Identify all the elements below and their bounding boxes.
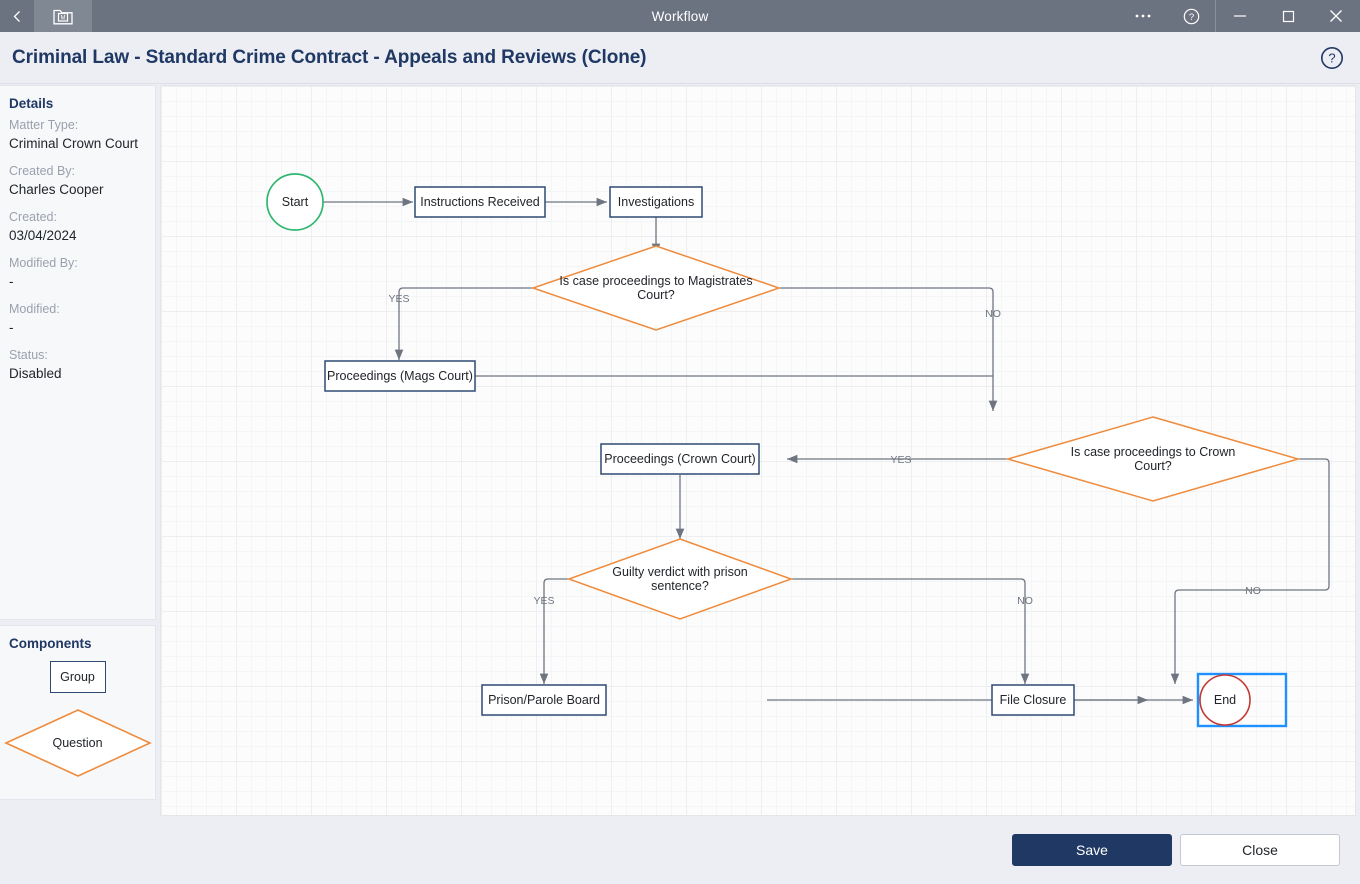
node-start[interactable] (266, 173, 324, 231)
diamond-icon (3, 709, 152, 777)
field-value: Criminal Crown Court (9, 136, 139, 151)
close-window-button[interactable] (1312, 0, 1360, 32)
footer-actions: Save Close (0, 816, 1360, 884)
field-status: Status: Disabled (0, 347, 155, 383)
field-label: Modified: (9, 302, 60, 316)
close-icon (1330, 10, 1342, 22)
svg-text:?: ? (1188, 12, 1193, 23)
page-help-button[interactable]: ? (1318, 44, 1346, 72)
node-question-crown-court[interactable] (1005, 416, 1301, 502)
field-modified: Modified: - (0, 301, 155, 337)
edge-qguilty-no (791, 578, 1030, 684)
workflow-diagram: YES NO YES NO YES NO (266, 173, 1330, 728)
field-value: Charles Cooper (9, 182, 104, 197)
node-question-magistrates-court[interactable] (530, 245, 782, 331)
svg-text:M: M (61, 15, 66, 21)
titlebar-help-button[interactable]: ? (1167, 0, 1215, 32)
details-panel: Details Matter Type: Criminal Crown Cour… (0, 85, 156, 620)
edge-qmags-no (779, 287, 998, 411)
edge-qmags-yes (394, 287, 533, 360)
help-circle-icon: ? (1183, 8, 1199, 24)
node-instructions-received[interactable] (414, 186, 546, 218)
field-label: Created By: (9, 164, 76, 178)
component-question-label: Question (52, 736, 103, 750)
field-matter-type: Matter Type: Criminal Crown Court (0, 117, 155, 153)
field-label: Matter Type: (9, 118, 79, 132)
edge-labels: YES NO YES NO YES NO (388, 293, 1260, 607)
node-proceedings-crown-court[interactable] (600, 443, 760, 475)
app-icon-button[interactable]: M (34, 0, 92, 32)
more-options-button[interactable] (1119, 0, 1167, 32)
maximize-button[interactable] (1264, 0, 1312, 32)
field-label: Status: (9, 348, 48, 362)
node-file-closure[interactable] (991, 684, 1075, 716)
matter-folder-icon: M (53, 9, 73, 24)
page-title: Criminal Law - Standard Crime Contract -… (12, 46, 647, 68)
details-heading: Details (9, 96, 54, 111)
component-question-shape[interactable]: Question (3, 707, 153, 779)
chevron-left-icon (13, 10, 20, 22)
edge-label-yes-crown: YES (890, 454, 911, 466)
field-modified-by: Modified By: - (0, 255, 155, 291)
save-button[interactable]: Save (1012, 834, 1172, 866)
svg-text:?: ? (1328, 51, 1335, 66)
component-group-shape[interactable]: Group (49, 661, 106, 693)
sidebar: Details Matter Type: Criminal Crown Cour… (0, 85, 156, 816)
help-circle-icon: ? (1321, 47, 1343, 69)
field-value: - (9, 320, 14, 335)
node-investigations[interactable] (609, 186, 703, 218)
edge-label-no-guilty: NO (1017, 595, 1033, 607)
edge-qcrown-no (1170, 458, 1330, 684)
selection-outline[interactable] (1196, 672, 1288, 728)
page-header: Criminal Law - Standard Crime Contract -… (0, 32, 1360, 84)
node-question-guilty-verdict[interactable] (566, 538, 794, 620)
components-heading: Components (9, 636, 92, 651)
back-button[interactable] (0, 0, 34, 32)
field-created: Created: 03/04/2024 (0, 209, 155, 245)
field-value: - (9, 274, 14, 289)
edge-label-yes-guilty: YES (533, 595, 554, 607)
components-panel: Components Group Question (0, 625, 156, 800)
edge-qguilty-yes (539, 578, 569, 684)
minimize-icon (1234, 15, 1246, 17)
node-end[interactable] (1199, 674, 1251, 726)
close-button[interactable]: Close (1180, 834, 1340, 866)
maximize-icon (1282, 10, 1294, 22)
window-titlebar: M Workflow ? (0, 0, 1360, 32)
minimize-button[interactable] (1216, 0, 1264, 32)
edge-label-no-crown: NO (1245, 585, 1261, 597)
workflow-canvas[interactable]: YES NO YES NO YES NO Start Instructions … (160, 85, 1356, 816)
node-proceedings-mags-court[interactable] (324, 360, 476, 392)
field-created-by: Created By: Charles Cooper (0, 163, 155, 199)
node-prison-parole-board[interactable] (481, 684, 607, 716)
edge-label-yes-mags: YES (388, 293, 409, 305)
connector-lines (323, 197, 1330, 705)
field-label: Created: (9, 210, 57, 224)
titlebar-divider (1215, 0, 1216, 32)
ellipsis-icon (1135, 14, 1151, 18)
field-value: 03/04/2024 (9, 228, 77, 243)
status-badge: Disabled (9, 366, 62, 381)
field-label: Modified By: (9, 256, 78, 270)
edge-label-no-mags: NO (985, 308, 1001, 320)
